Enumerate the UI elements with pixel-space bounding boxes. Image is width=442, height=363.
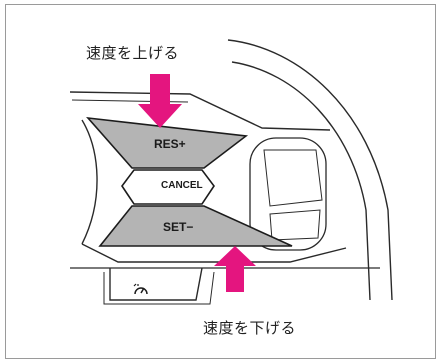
right-pod-detail: [263, 149, 323, 207]
wheel-rim-outer: [227, 39, 393, 301]
cruise-control-icon[interactable]: [132, 282, 150, 300]
right-pod-outer: [249, 137, 327, 251]
set-button-label[interactable]: SET−: [163, 220, 194, 234]
cancel-button-shape: [121, 169, 215, 205]
diagram-frame: [5, 4, 436, 359]
res-button-shape: [86, 116, 249, 169]
housing-left: [81, 119, 98, 245]
housing-bottom: [81, 243, 347, 263]
label-speed-up: 速度を上げる: [86, 44, 180, 62]
arrow-down-icon: [138, 74, 182, 128]
cruise-switch-inner: [103, 271, 215, 305]
cruise-switch-shape: [109, 267, 203, 301]
set-button-shape: [98, 205, 293, 247]
housing-top-inner: [71, 99, 189, 103]
label-speed-down: 速度を下げる: [203, 319, 297, 337]
arrow-up-icon: [214, 246, 256, 292]
wheel-rim-inner: [231, 61, 371, 301]
housing-top: [69, 91, 331, 131]
right-pod-detail-2: [269, 209, 321, 241]
res-button-label[interactable]: RES+: [154, 137, 186, 151]
cancel-button-label[interactable]: CANCEL: [161, 180, 203, 191]
